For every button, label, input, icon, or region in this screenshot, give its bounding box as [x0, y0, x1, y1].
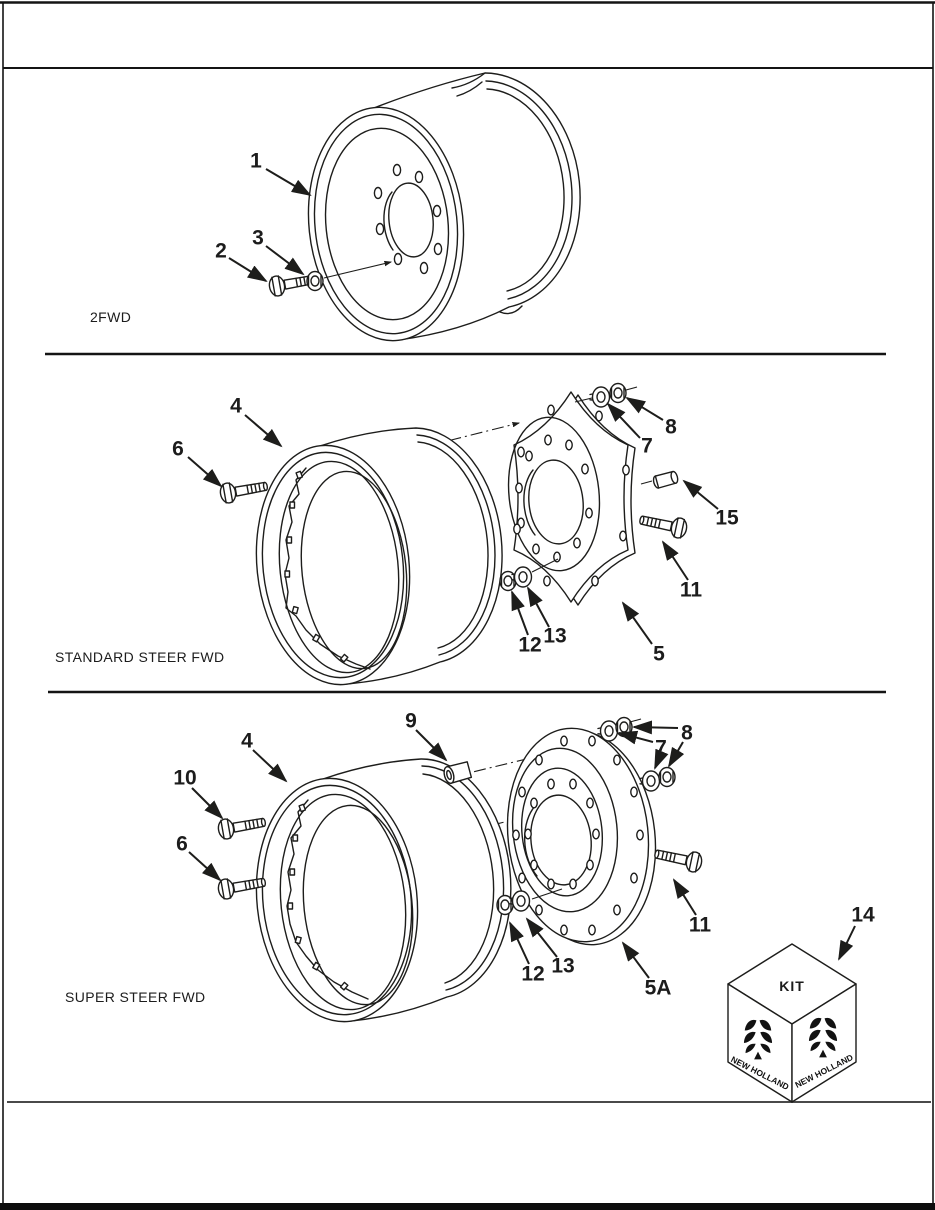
section-label-standard-steer: STANDARD STEER FWD	[55, 649, 225, 665]
callout-13: 13	[543, 624, 567, 648]
bolt-11-icon	[637, 509, 690, 541]
callout-6: 6	[176, 832, 188, 856]
callout-7: 7	[641, 434, 653, 458]
rim-lug-bracket	[284, 467, 371, 670]
wheel-2fwd-drawing	[228, 72, 581, 342]
callout-2: 2	[215, 239, 227, 263]
disc-5-inner-holes	[515, 434, 593, 563]
callout-9: 9	[405, 709, 417, 733]
callout-13: 13	[551, 954, 575, 978]
callout-7: 7	[655, 736, 667, 760]
stud-15-icon	[651, 469, 680, 490]
callout-1: 1	[250, 149, 262, 173]
callout-10: 10	[173, 766, 197, 790]
callout-5: 5	[653, 642, 665, 666]
bolt-10-icon	[216, 811, 268, 841]
hub-center-hole	[388, 182, 434, 258]
leader-arrows-super	[188, 718, 856, 979]
callout-4: 4	[241, 729, 253, 753]
hub-bolt-holes	[373, 163, 443, 275]
callout-8: 8	[681, 721, 693, 745]
callout-8: 8	[665, 415, 677, 439]
disc-5-outer-holes	[513, 404, 630, 587]
kit-box-right-face	[791, 983, 857, 1103]
nut-3-icon	[306, 270, 324, 292]
disc-5-drawing	[507, 391, 636, 606]
kit-box-label: KIT	[779, 978, 805, 994]
washer-7-icon	[639, 770, 661, 792]
bottom-bar	[0, 1203, 935, 1210]
kit-box	[727, 943, 857, 1103]
callout-12: 12	[521, 962, 545, 986]
rim-lug-bracket	[286, 799, 369, 1000]
leader-arrows-standard	[187, 386, 719, 645]
standard-steer-fwd-drawing	[187, 382, 719, 686]
nut-8-icon	[658, 766, 676, 788]
disc-5a-outer-holes	[512, 735, 644, 936]
washer-7-icon	[589, 386, 611, 408]
callout-4: 4	[230, 394, 242, 418]
callout-5a: 5A	[644, 976, 672, 1000]
leader-arrows-2fwd	[228, 168, 393, 283]
callout-14: 14	[851, 903, 875, 927]
super-steer-fwd-drawing	[188, 716, 857, 1103]
callout-3: 3	[252, 226, 264, 250]
disc-5a-inner-holes	[524, 778, 600, 890]
callout-6: 6	[172, 437, 184, 461]
bolt-11-icon	[652, 843, 705, 875]
section-label-2fwd: 2FWD	[90, 309, 132, 325]
nut-8-icon	[609, 382, 627, 404]
callout-11: 11	[688, 913, 712, 937]
bolt-6-icon	[218, 475, 270, 505]
callout-12: 12	[518, 633, 542, 657]
callout-15: 15	[715, 506, 739, 530]
section-label-super-steer: SUPER STEER FWD	[65, 989, 206, 1005]
callout-11: 11	[679, 578, 703, 602]
disc-5a-drawing	[506, 727, 657, 946]
